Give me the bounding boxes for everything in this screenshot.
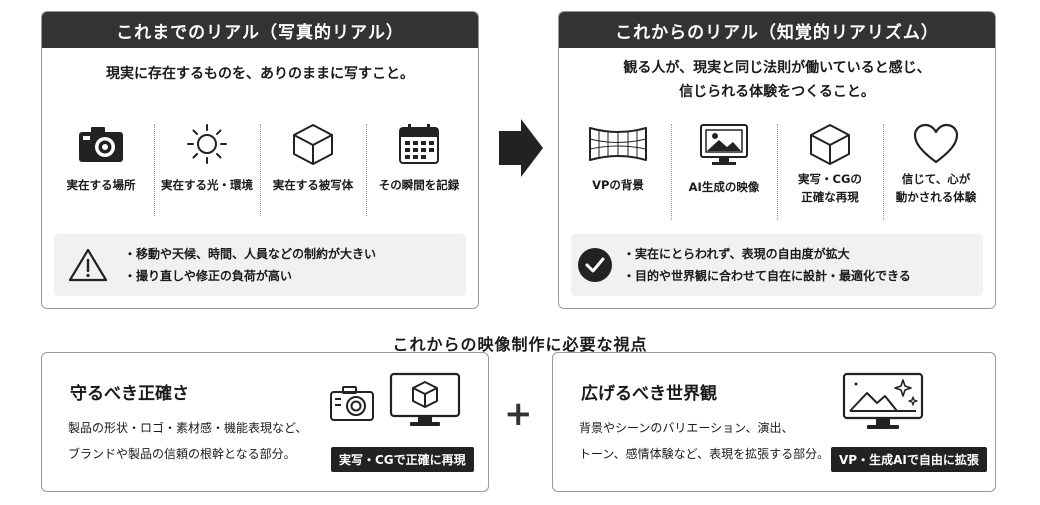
cube-monitor-icon	[389, 372, 461, 426]
sparkle-landscape-monitor-icon	[842, 372, 924, 429]
right-arrow-icon	[499, 119, 543, 177]
left-constraints-box: 移動や天候、時間、人員などの制約が大きい 撮り直しや修正の負荷が高い	[54, 234, 466, 296]
warning-icon	[68, 248, 108, 282]
curved-screen-icon	[589, 127, 647, 161]
right-items: VPの背景 AI生成の映像 実写・CGの正確な再現	[565, 122, 989, 222]
constraint-note: 移動や天候、時間、人員などの制約が大きい	[124, 243, 376, 265]
benefit-note: 実在にとらわれず、表現の自由度が拡大	[623, 243, 911, 265]
left-panel: これまでのリアル（写真的リアル） 現実に存在するものを、ありのままに写すこと。 …	[41, 11, 479, 309]
right-benefits-box: 実在にとらわれず、表現の自由度が拡大 目的や世界観に合わせて自在に設計・最適化で…	[571, 234, 983, 296]
item-real-subject: 実在する被写体	[260, 122, 366, 218]
item-label: 実写・CGの正確な再現	[798, 172, 862, 204]
plus-sign: +	[504, 394, 533, 434]
worldview-description: 背景やシーンのバリエーション、演出、 トーン、感情体験など、表現を拡張する部分。	[579, 421, 830, 461]
right-panel: これからのリアル（知覚的リアリズム） 観る人が、現実と同じ法則が働いていると感じ…	[558, 11, 996, 309]
check-circle-icon	[578, 248, 612, 282]
worldview-title: 広げるべき世界観	[581, 384, 717, 404]
camera-icon	[330, 386, 374, 421]
right-panel-title: これからのリアル（知覚的リアリズム）	[559, 12, 995, 48]
item-record-moment: その瞬間を記録	[366, 122, 472, 218]
cube-icon	[293, 124, 333, 165]
item-label: AI生成の映像	[688, 180, 760, 194]
accuracy-title: 守るべき正確さ	[70, 384, 189, 404]
item-real-light: 実在する光・環境	[154, 122, 260, 218]
accuracy-description: 製品の形状・ロゴ・素材感・機能表現など、 ブランドや製品の信頼の根幹となる部分。	[68, 421, 308, 461]
item-real-location: 実在する場所	[48, 122, 154, 218]
left-items: 実在する場所 実在する光・環境 実在	[48, 122, 472, 218]
item-label: 実在する被写体	[272, 178, 354, 192]
benefit-note: 目的や世界観に合わせて自在に設計・最適化できる	[623, 265, 911, 287]
item-ai-video: AI生成の映像	[671, 122, 777, 222]
cube-icon	[810, 124, 850, 165]
camera-icon	[79, 127, 123, 162]
worldview-panel: 広げるべき世界観 背景やシーンのバリエーション、演出、 トーン、感情体験など、表…	[552, 352, 996, 492]
item-vp-background: VPの背景	[565, 122, 671, 222]
item-label: 信じて、心が動かされる体験	[895, 172, 977, 204]
worldview-tag: VP・生成AIで自由に拡張	[831, 447, 987, 472]
accuracy-tag: 実写・CGで正確に再現	[331, 447, 474, 472]
item-label: 実在する光・環境	[161, 178, 253, 192]
item-moving-experience: 信じて、心が動かされる体験	[883, 122, 989, 222]
image-monitor-icon	[700, 124, 748, 165]
sun-icon	[187, 124, 227, 164]
item-label: その瞬間を記録	[378, 178, 460, 192]
heart-icon	[913, 123, 959, 164]
item-label: VPの背景	[592, 178, 644, 192]
section-title: これからの映像制作に必要な視点	[0, 331, 1040, 355]
left-panel-title: これまでのリアル（写真的リアル）	[42, 12, 478, 48]
constraint-note: 撮り直しや修正の負荷が高い	[124, 265, 376, 287]
left-panel-lead: 現実に存在するものを、ありのままに写すこと。	[106, 66, 414, 82]
accuracy-panel: 守るべき正確さ 製品の形状・ロゴ・素材感・機能表現など、 ブランドや製品の信頼の…	[41, 352, 489, 492]
right-panel-lead: 観る人が、現実と同じ法則が働いていると感じ、 信じられる体験をつくること。	[623, 60, 931, 100]
calendar-icon	[399, 124, 439, 164]
item-label: 実在する場所	[66, 178, 136, 192]
item-accurate-reproduction: 実写・CGの正確な再現	[777, 122, 883, 222]
